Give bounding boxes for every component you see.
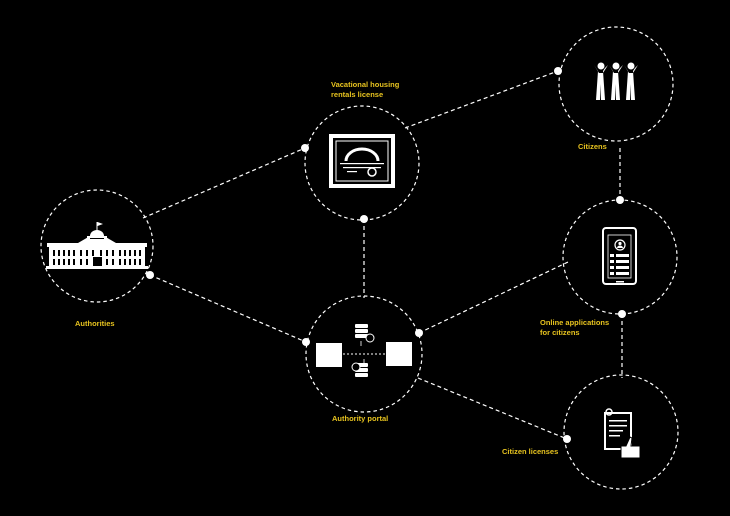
connector-license-citizens xyxy=(404,70,559,129)
license-label: Vacational housing rentals license xyxy=(331,80,400,99)
junction-dot xyxy=(616,196,624,204)
junction-dot xyxy=(301,144,309,152)
portal-label: Authority portal xyxy=(332,414,389,423)
tablet-form-icon xyxy=(602,227,637,285)
server-exchange-icon xyxy=(316,324,412,377)
junction-dot xyxy=(415,329,423,337)
junction-dot xyxy=(618,310,626,318)
people-icon xyxy=(594,62,638,100)
licenses-ring xyxy=(563,374,679,490)
certificate-icon xyxy=(329,134,395,188)
junction-dot xyxy=(146,271,154,279)
junction-dot xyxy=(563,435,571,443)
license-ring xyxy=(304,105,420,221)
document-approval-icon xyxy=(604,408,641,459)
connector-authorities-portal xyxy=(149,274,307,343)
junction-dot xyxy=(302,338,310,346)
online-label: Online applications for citizens xyxy=(540,318,610,337)
citizens-label: Citizens xyxy=(578,142,607,151)
citizens-ring xyxy=(558,26,674,142)
connector-portal-licenses xyxy=(417,377,568,440)
authorities-ring xyxy=(40,189,154,303)
authorities-label: Authorities xyxy=(75,319,115,328)
junction-dot xyxy=(360,215,368,223)
portal-ring xyxy=(305,295,423,413)
government-building-icon xyxy=(46,222,148,269)
licenses-label: Citizen licenses xyxy=(502,447,559,456)
connector-authorities-license xyxy=(142,147,306,219)
junction-dot xyxy=(554,67,562,75)
